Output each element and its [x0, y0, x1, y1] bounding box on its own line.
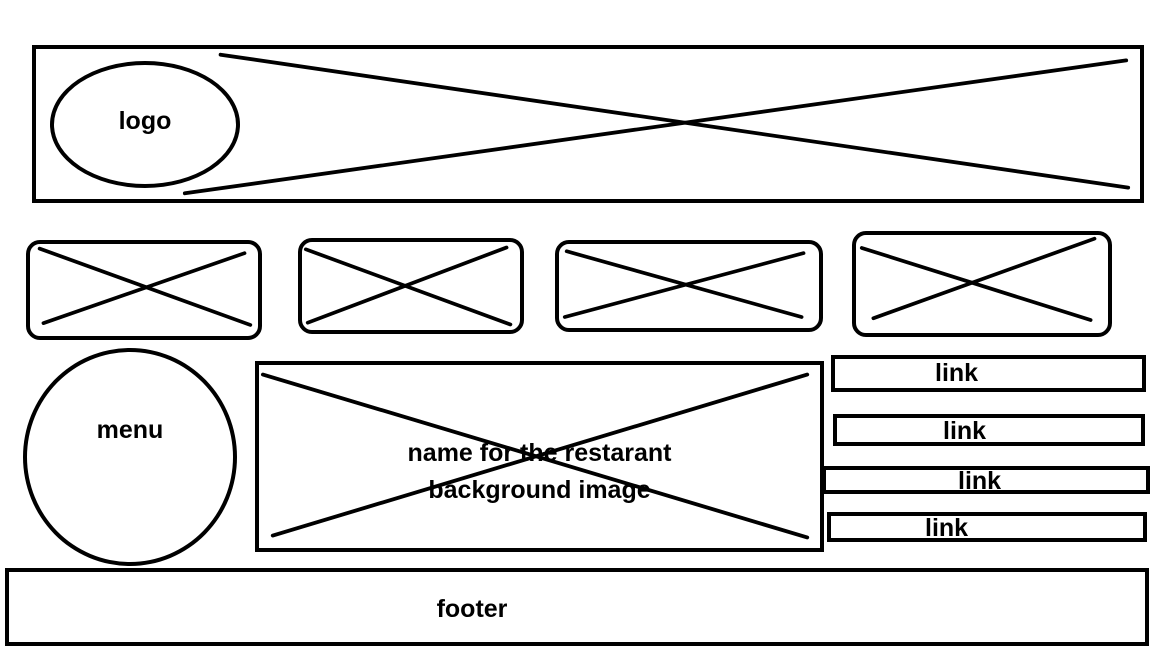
nav-image-button-2[interactable] [298, 238, 524, 334]
link-label: link [943, 417, 987, 445]
logo-label: logo [118, 107, 172, 135]
restaurant-name: name for the restarant [407, 439, 672, 467]
nav-link-1[interactable]: link [831, 355, 1146, 392]
placeholder-cross-icon [562, 249, 806, 319]
placeholder-cross-icon [303, 245, 513, 327]
nav-link-3[interactable]: link [822, 466, 1150, 494]
link-label: link [935, 359, 979, 387]
nav-image-button-1[interactable] [26, 240, 262, 340]
nav-image-button-3[interactable] [555, 240, 823, 332]
link-label: link [958, 467, 1002, 495]
footer-label: footer [436, 595, 508, 623]
background-image-label: background image [428, 476, 651, 504]
menu-button[interactable]: menu [23, 348, 237, 566]
logo[interactable]: logo [50, 61, 240, 188]
placeholder-cross-icon [37, 246, 253, 327]
footer: footer [5, 568, 1149, 646]
link-label: link [925, 514, 969, 542]
menu-label: menu [96, 416, 164, 444]
placeholder-cross-icon [859, 236, 1097, 322]
nav-image-button-4[interactable] [852, 231, 1112, 337]
nav-link-4[interactable]: link [827, 512, 1147, 542]
nav-link-2[interactable]: link [833, 414, 1145, 446]
hero-background-image-placeholder: name for the restarant background image [255, 361, 824, 552]
